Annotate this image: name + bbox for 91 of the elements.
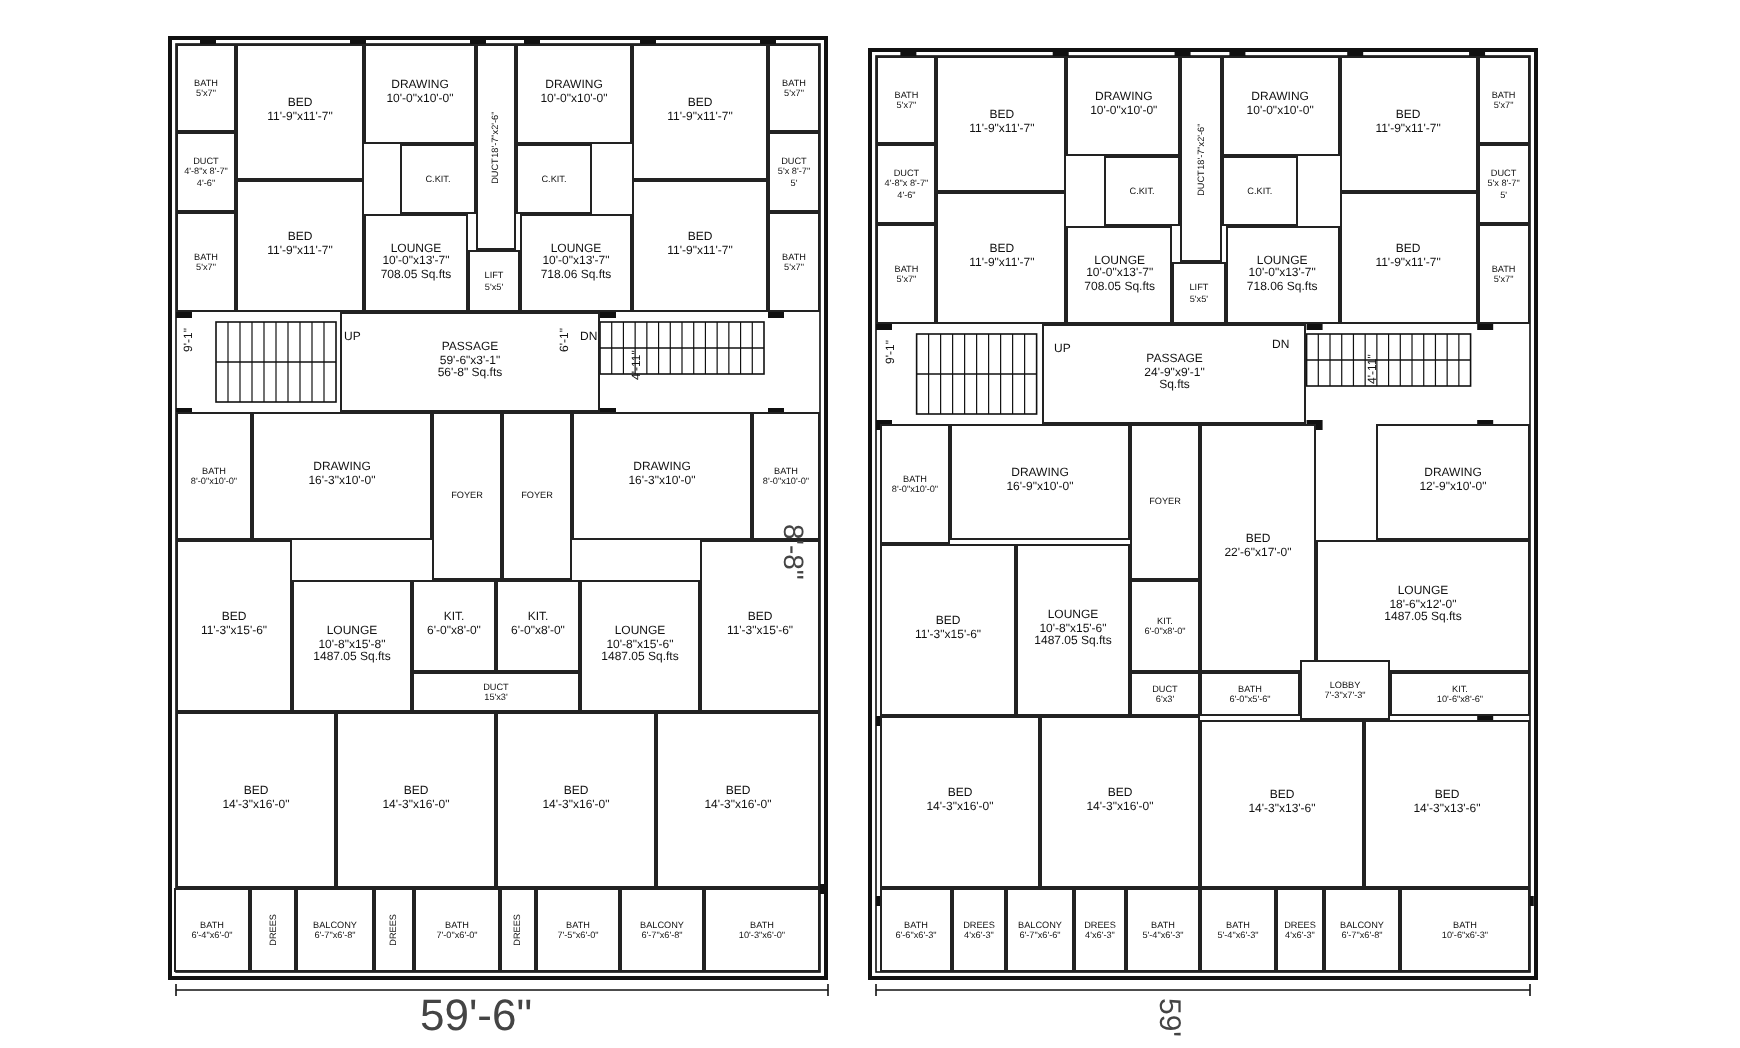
room-outline <box>400 144 476 214</box>
room-outline <box>1339 56 1478 192</box>
room-outline <box>414 888 500 972</box>
room-outline <box>1126 888 1200 972</box>
room-outline <box>936 192 1067 324</box>
room-outline <box>1300 660 1390 720</box>
dimension-text: 59' <box>1154 998 1184 1038</box>
room-outline <box>1130 424 1200 580</box>
room-outline <box>1477 56 1530 144</box>
room-outline <box>656 712 820 888</box>
room-outline <box>1180 56 1222 262</box>
room-outline <box>1066 226 1173 324</box>
room-outline <box>1316 540 1530 672</box>
room-outline <box>1066 56 1181 156</box>
room-outline <box>952 888 1006 972</box>
room-outline <box>880 716 1040 888</box>
room-outline <box>250 888 296 972</box>
room-outline <box>704 888 820 972</box>
room-outline <box>516 144 592 214</box>
room-outline <box>632 180 768 312</box>
room-outline <box>880 424 950 544</box>
room-outline <box>876 56 937 144</box>
room-outline <box>1200 672 1300 716</box>
room-outline <box>1339 192 1478 324</box>
room-outline <box>1042 324 1307 424</box>
dimension-text: 8'-8" <box>780 524 808 580</box>
room-outline <box>580 580 700 712</box>
room-outline <box>1477 224 1530 324</box>
room-outline <box>516 44 632 144</box>
room-outline <box>1200 424 1316 672</box>
room-outline <box>174 888 250 972</box>
room-outline <box>1103 156 1181 226</box>
dimension-text: 59'-6" <box>420 994 533 1038</box>
room-outline <box>236 44 364 180</box>
room-outline <box>880 544 1016 716</box>
room-outline <box>296 888 374 972</box>
room-outline <box>1040 716 1200 888</box>
room-outline <box>340 312 600 412</box>
room-outline <box>876 224 937 324</box>
room-outline <box>768 212 820 312</box>
room-outline <box>950 424 1130 540</box>
room-outline <box>1221 56 1340 156</box>
room-outline <box>176 132 236 212</box>
room-outline <box>1376 424 1530 540</box>
room-outline <box>502 412 572 580</box>
room-outline <box>1130 580 1200 672</box>
room-outline <box>1130 672 1200 716</box>
room-outline <box>632 44 768 180</box>
room-outline <box>364 44 476 144</box>
room-outline <box>500 888 536 972</box>
room-outline <box>620 888 704 972</box>
room-outline <box>572 412 752 540</box>
room-outline <box>252 412 432 540</box>
room-outline <box>1200 720 1364 888</box>
room-outline <box>876 144 937 224</box>
room-outline <box>468 250 520 312</box>
room-outline <box>336 712 496 888</box>
room-outline <box>1225 226 1340 324</box>
room-outline <box>364 214 468 312</box>
room-outline <box>768 132 820 212</box>
room-outline <box>1390 672 1530 716</box>
room-outline <box>176 44 236 132</box>
room-outline <box>1477 144 1530 224</box>
room-outline <box>176 712 336 888</box>
room-outline <box>880 888 952 972</box>
room-outline <box>176 412 252 540</box>
room-outline <box>476 44 516 250</box>
room-outline <box>536 888 620 972</box>
room-outline <box>1364 720 1530 888</box>
room-outline <box>1400 888 1530 972</box>
room-outline <box>1172 262 1226 324</box>
room-outline <box>412 672 580 712</box>
room-outline <box>432 412 502 580</box>
room-outline <box>1324 888 1400 972</box>
room-outline <box>936 56 1067 192</box>
room-outline <box>292 580 412 712</box>
room-outline <box>374 888 414 972</box>
room-outline <box>176 212 236 312</box>
room-outline <box>768 44 820 132</box>
room-outline <box>1074 888 1126 972</box>
room-outline <box>1016 544 1130 716</box>
room-outline <box>496 580 580 672</box>
room-outline <box>176 540 292 712</box>
room-outline <box>1006 888 1074 972</box>
room-outline <box>412 580 496 672</box>
room-outline <box>496 712 656 888</box>
room-outline <box>1276 888 1324 972</box>
room-outline <box>236 180 364 312</box>
room-outline <box>1221 156 1299 226</box>
room-outline <box>520 214 632 312</box>
room-outline <box>1200 888 1276 972</box>
